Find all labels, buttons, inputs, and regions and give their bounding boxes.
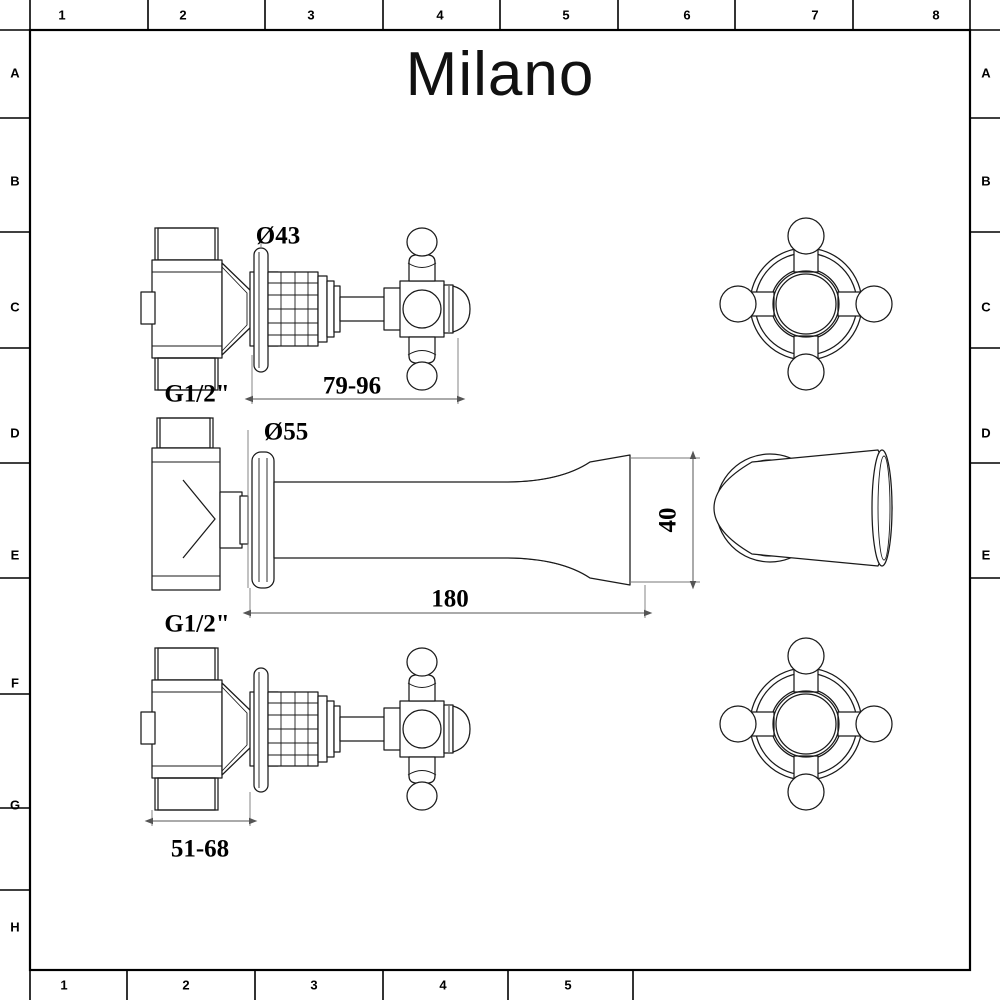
frame-top-zone-2: 2 — [179, 7, 186, 22]
valve-bottom-collar — [383, 707, 403, 751]
crosshead-arm-bottom — [787, 755, 825, 811]
brand-logo-milano: Milano — [406, 40, 595, 109]
view-valve-bottom-side — [140, 647, 471, 811]
valve-bottom-flange — [253, 667, 269, 793]
view-valve-top-crosshead-front — [719, 217, 893, 391]
valve-top-flange — [253, 247, 269, 373]
crosshead-arm-right — [837, 285, 893, 323]
frame-right-zone-strip: A B C D E — [970, 29, 1000, 579]
frame-left-zone-e: E — [11, 547, 20, 562]
frame-bottom-zone-2: 2 — [182, 977, 189, 992]
frame-bottom-zone-3: 3 — [310, 977, 317, 992]
dimension-spout-length-label: 180 — [431, 586, 469, 613]
dimension-spout-flange-diameter-label: Ø55 — [264, 419, 308, 446]
dimension-valve-top-flange-diameter-label: Ø43 — [256, 223, 300, 250]
frame-bottom-zone-strip: 1 2 3 4 5 — [29, 970, 634, 1000]
valve-bottom-headwork — [267, 691, 319, 767]
crosshead-arm-top — [787, 637, 825, 693]
valve-top-collar — [383, 287, 403, 331]
dimension-spout-outlet-height: 40 — [630, 450, 700, 590]
frame-right-zone-a: A — [981, 65, 991, 80]
frame-top-zone-1: 1 — [58, 7, 65, 22]
spout-inner-ring — [239, 495, 249, 545]
dimension-valve-bottom-width-label: 51-68 — [171, 836, 229, 863]
frame-top-zone-6: 6 — [683, 7, 690, 22]
view-valve-top-side — [140, 227, 471, 391]
valve-bottom-nut-rings — [317, 695, 341, 763]
frame-left-zone-c: C — [10, 299, 20, 314]
valve-top-side-lug — [140, 291, 156, 325]
dimension-valve-top-projection-label: 79-96 — [323, 373, 381, 400]
dimension-spout-outlet-height-label: 40 — [655, 508, 682, 533]
spout-flange — [251, 451, 275, 589]
frame-bottom-zone-4: 4 — [439, 977, 447, 992]
frame-left-zone-b: B — [10, 173, 19, 188]
frame-top-zone-3: 3 — [307, 7, 314, 22]
frame-top-zone-5: 5 — [562, 7, 569, 22]
valve-bottom-body — [151, 679, 223, 779]
crosshead-arm-bottom — [787, 335, 825, 391]
view-valve-bottom-crosshead-front — [719, 637, 893, 811]
dimension-valve-top-thread-label: G1/2" — [164, 381, 229, 408]
dimension-spout-thread-label: G1/2" — [164, 611, 229, 638]
frame-left-zone-g: G — [10, 797, 20, 812]
view-spout-front — [713, 449, 893, 567]
frame-top-zone-8: 8 — [932, 7, 939, 22]
spout-body — [151, 447, 221, 591]
spout-arm-stub — [219, 491, 243, 549]
view-spout-side — [151, 417, 631, 591]
frame-left-zone-h: H — [10, 919, 19, 934]
valve-top-headwork — [267, 271, 319, 347]
valve-bottom-side-lug — [140, 711, 156, 745]
frame-bottom-zone-5: 5 — [564, 977, 571, 992]
frame-right-zone-e: E — [982, 547, 991, 562]
frame-bottom-zone-1: 1 — [60, 977, 67, 992]
frame-left-zone-f: F — [11, 675, 19, 690]
valve-top-spindle — [339, 296, 389, 322]
crosshead-arm-left — [719, 705, 775, 743]
dimension-valve-top-flange-diameter: Ø43 — [256, 223, 300, 250]
crosshead-arm-left — [719, 285, 775, 323]
frame-top-zone-strip: 1 2 3 4 5 6 7 8 — [29, 0, 971, 30]
frame-right-zone-d: D — [981, 425, 990, 440]
valve-top-nut-rings — [317, 275, 341, 343]
frame-left-zone-d: D — [10, 425, 19, 440]
dimension-spout-flange-diameter: Ø55 — [247, 419, 308, 588]
valve-bottom-thread-lower — [154, 777, 219, 811]
valve-top-body — [151, 259, 223, 359]
frame-top-zone-7: 7 — [811, 7, 818, 22]
valve-bottom-spindle — [339, 716, 389, 742]
dimension-valve-top-projection: 79-96 — [244, 338, 466, 404]
frame-left-zone-strip: A B C D E F G H — [0, 29, 30, 934]
valve-top-thread-lower — [154, 357, 219, 391]
frame-top-zone-4: 4 — [436, 7, 444, 22]
frame-left-zone-a: A — [10, 65, 20, 80]
dimension-valve-bottom-width: 51-68 — [144, 792, 258, 863]
frame-right-zone-c: C — [981, 299, 991, 314]
crosshead-arm-top — [787, 217, 825, 273]
dimension-spout-length: 180 — [242, 585, 653, 618]
frame-right-zone-b: B — [981, 173, 990, 188]
crosshead-arm-right — [837, 705, 893, 743]
valve-top-crosshead-handle — [399, 227, 471, 391]
valve-bottom-crosshead-handle — [399, 647, 471, 811]
